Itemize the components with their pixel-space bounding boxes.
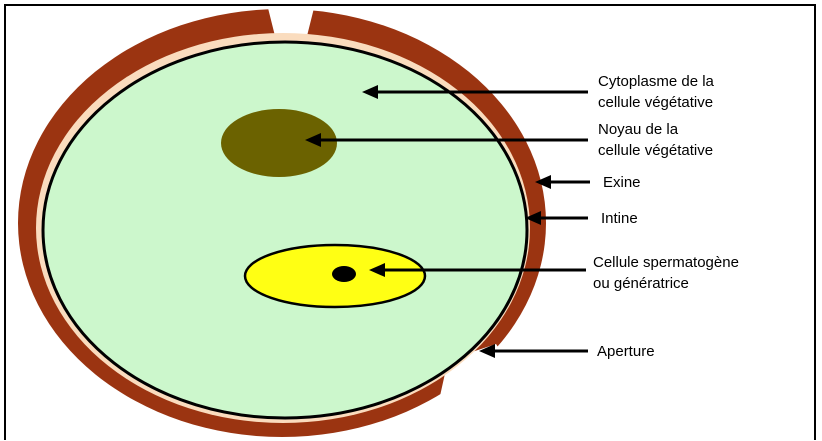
label-aperture: Aperture <box>597 343 655 360</box>
label-intine: Intine <box>601 210 638 227</box>
label-exine: Exine <box>603 174 641 191</box>
label-noyau-line2: cellule végétative <box>598 142 713 159</box>
label-cytoplasme-line1: Cytoplasme de la <box>598 73 715 90</box>
arrow-aperture <box>479 344 588 358</box>
label-noyau-line1: Noyau de la <box>598 121 679 138</box>
arrow-exine <box>535 175 590 189</box>
generative-nucleus <box>332 266 356 282</box>
labels: Cytoplasme de la cellule végétative Noya… <box>593 73 739 360</box>
label-spermatogene-line2: ou génératrice <box>593 275 689 292</box>
label-cytoplasme-line2: cellule végétative <box>598 94 713 111</box>
vegetative-cell-cytoplasm <box>43 42 527 418</box>
label-spermatogene-line1: Cellule spermatogène <box>593 254 739 271</box>
